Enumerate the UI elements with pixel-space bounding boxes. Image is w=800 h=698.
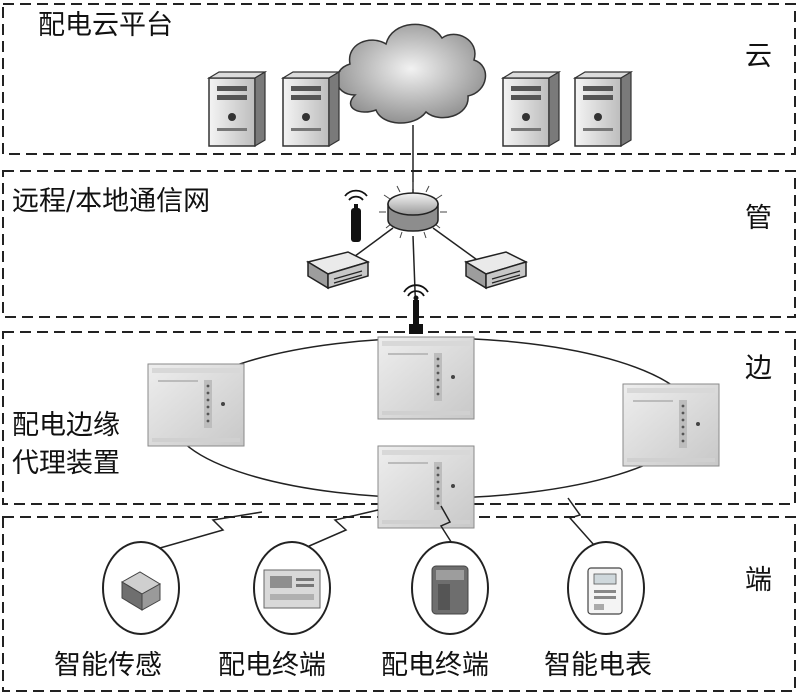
edge-agent-device-icon xyxy=(377,336,475,420)
cloud-icon xyxy=(335,23,487,124)
cloud-layer-box xyxy=(2,3,796,155)
smart-sensor-icon xyxy=(102,541,180,635)
device-label-smart-meter: 智能电表 xyxy=(544,650,652,681)
router-to-right-switch-line xyxy=(432,227,481,263)
wireless-link-icon xyxy=(159,511,263,549)
edge-agent-device-icon xyxy=(147,363,245,447)
wireless-link-icon xyxy=(567,497,595,546)
server-icon xyxy=(502,71,560,147)
edge-layer-title-line1: 配电边缘 xyxy=(12,410,120,441)
server-icon xyxy=(574,71,632,147)
router-icon xyxy=(379,182,447,239)
edge-agent-device-icon xyxy=(622,383,720,467)
edge-layer-title-line2: 代理装置 xyxy=(12,448,120,479)
distribution-terminal-icon xyxy=(253,541,331,635)
cloud-layer-tag: 云 xyxy=(745,41,772,72)
device-label-distribution-terminal-1: 配电终端 xyxy=(218,650,326,681)
server-icon xyxy=(282,71,340,147)
server-icon xyxy=(208,71,266,147)
switch-icon xyxy=(307,251,369,289)
pipe-layer-tag: 管 xyxy=(745,203,772,234)
device-label-smart-sensor: 智能传感 xyxy=(54,650,162,681)
pipe-layer-box xyxy=(2,170,796,318)
edge-agent-device-icon xyxy=(377,445,475,529)
end-layer-tag: 端 xyxy=(745,565,772,596)
smart-meter-icon xyxy=(567,541,645,635)
device-label-distribution-terminal-2: 配电终端 xyxy=(381,650,489,681)
wireless-link-icon xyxy=(439,505,456,549)
antenna-icon xyxy=(403,284,429,334)
switch-icon xyxy=(465,251,527,289)
wireless-link-icon xyxy=(299,509,379,551)
cloud-layer-title: 配电云平台 xyxy=(38,10,173,41)
pipe-layer-title: 远程/本地通信网 xyxy=(12,186,211,217)
distribution-terminal-icon xyxy=(411,541,489,635)
wireless-tower-icon xyxy=(344,189,368,242)
edge-layer-tag: 边 xyxy=(745,353,772,384)
